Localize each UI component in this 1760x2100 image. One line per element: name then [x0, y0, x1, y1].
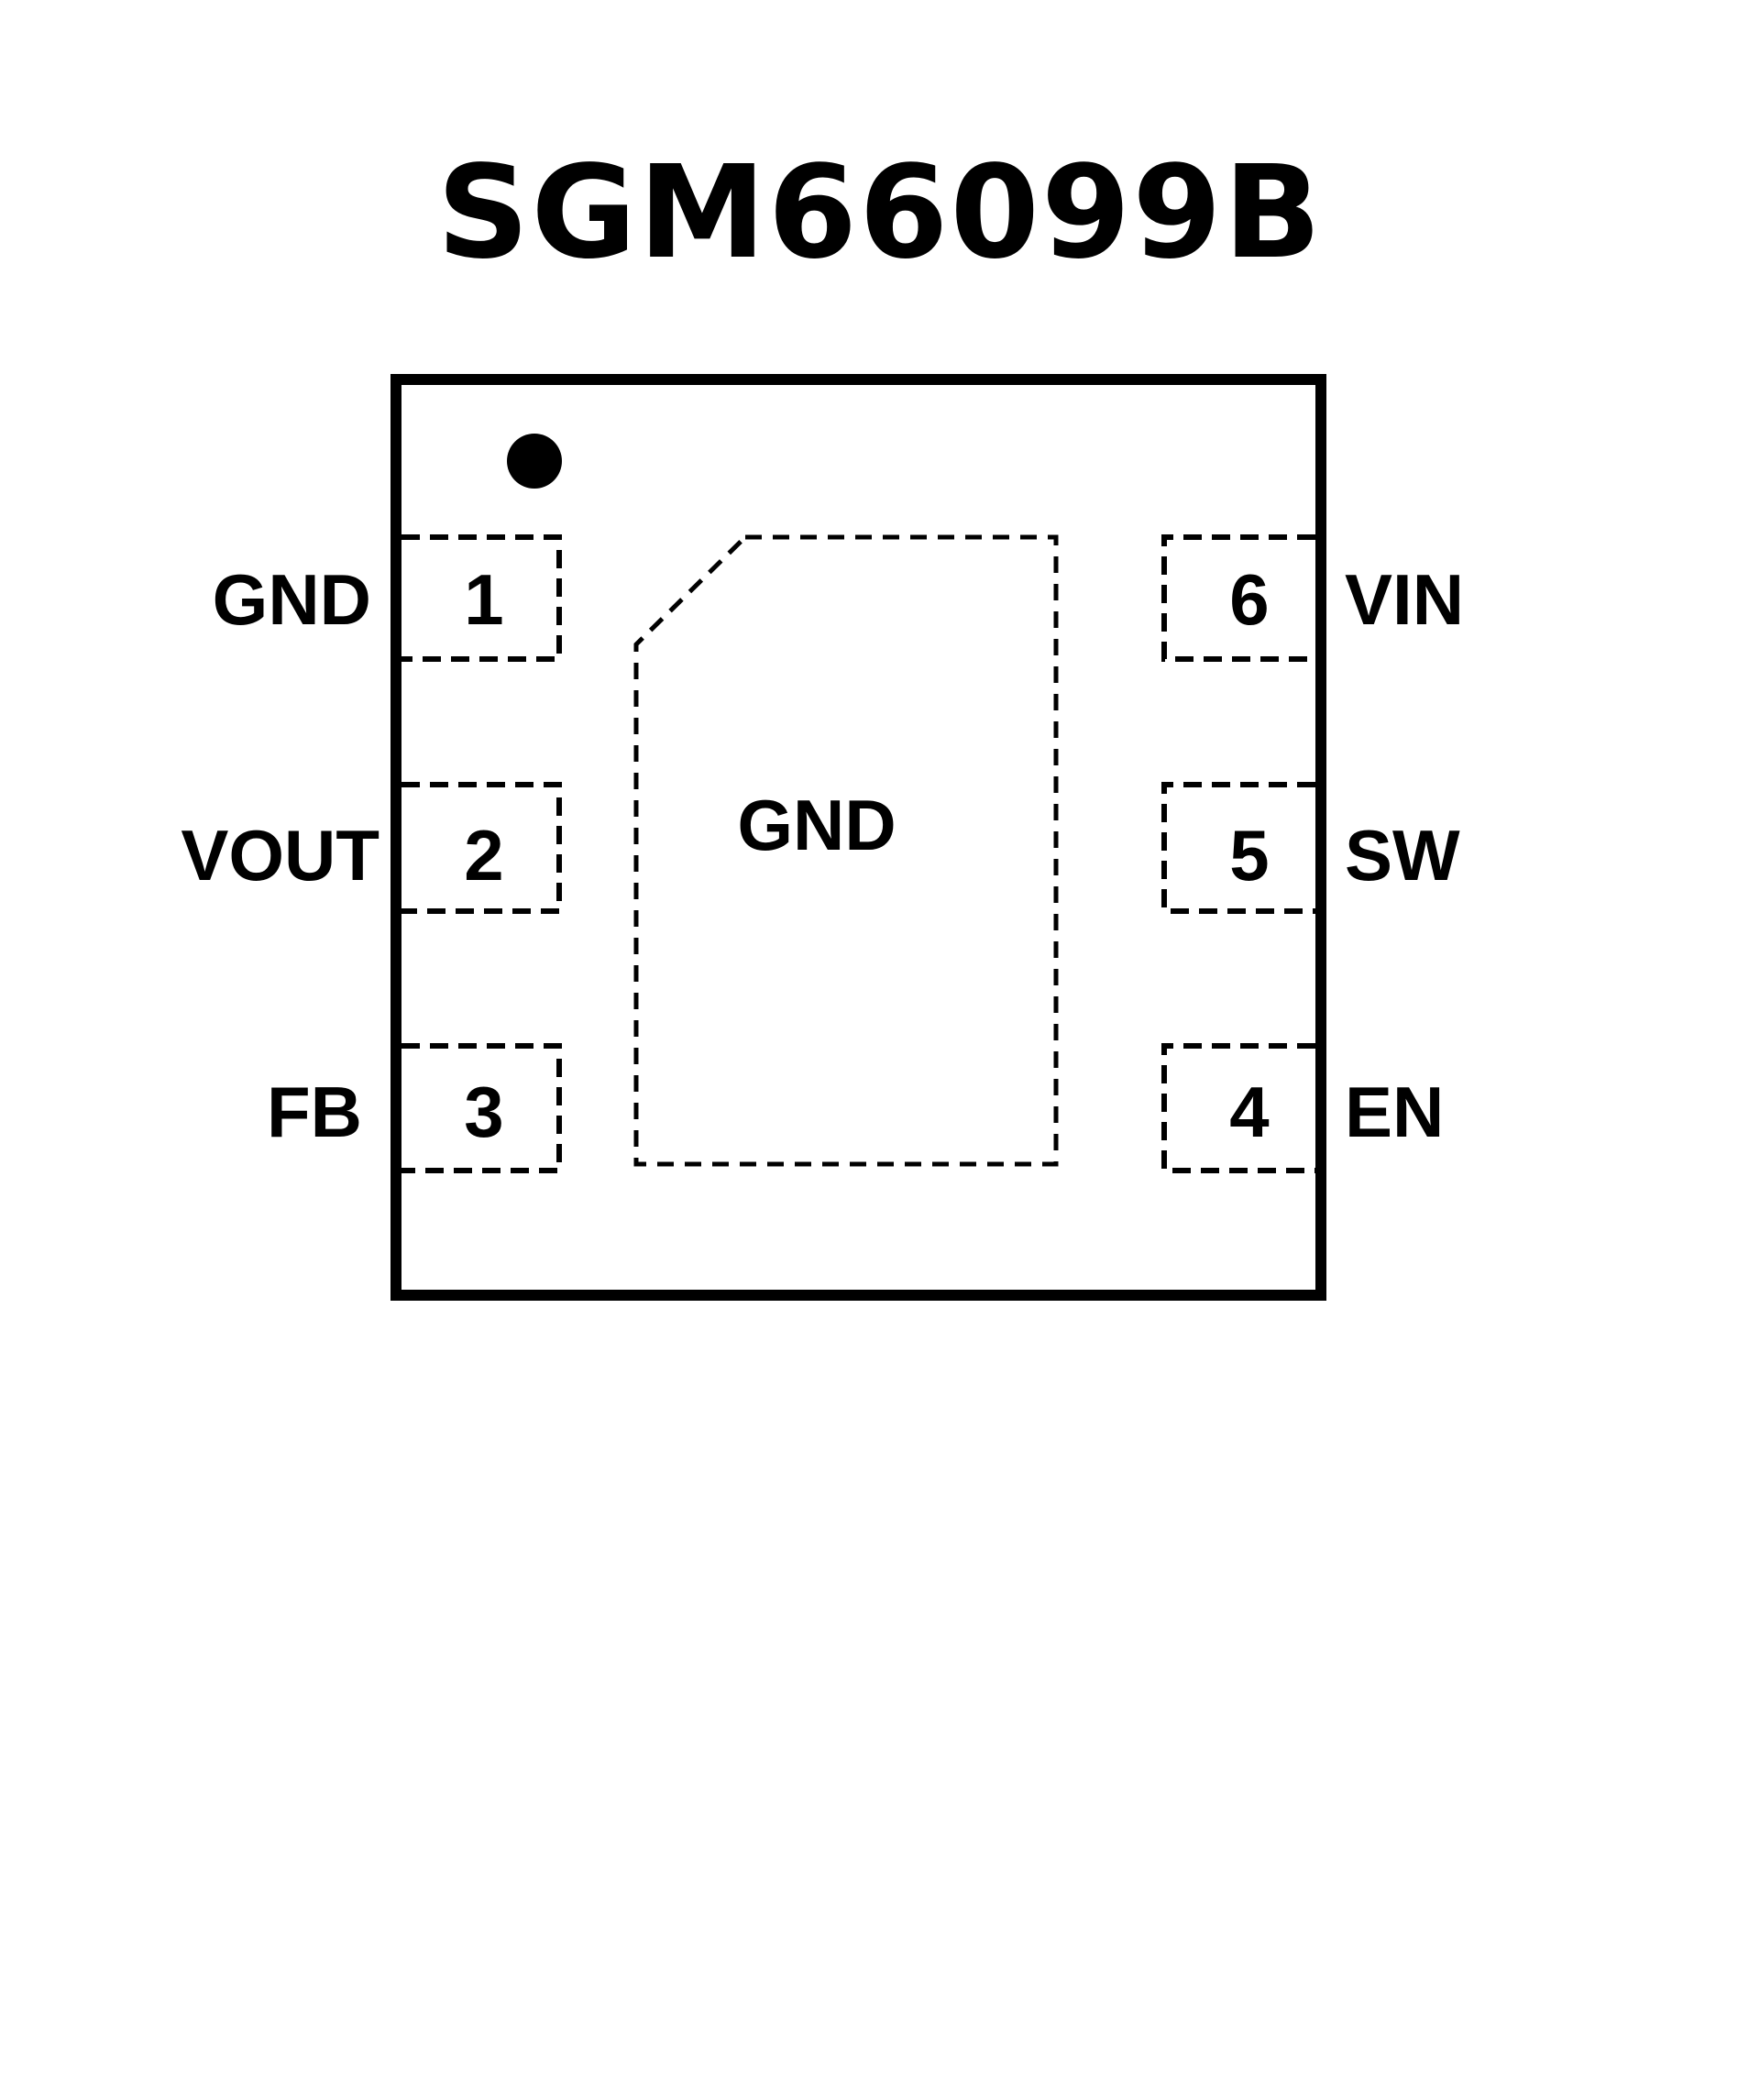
- pin-6-number: 6: [1229, 559, 1269, 640]
- exposed-pad-label: GND: [737, 785, 896, 865]
- pin-2-number: 2: [464, 815, 503, 896]
- pin-5: 5 SW: [1161, 782, 1460, 914]
- pin-3-name: FB: [267, 1072, 362, 1152]
- pin-6: 6 VIN: [1161, 534, 1464, 662]
- pin-4-name: EN: [1345, 1072, 1444, 1152]
- exposed-pad: [633, 534, 1059, 1167]
- chip-title: SGM66099B: [436, 138, 1324, 288]
- pin-3: 3 FB: [267, 1043, 562, 1173]
- pin-6-name: VIN: [1345, 559, 1464, 640]
- pin-5-number: 5: [1229, 815, 1269, 896]
- pin-2: 2 VOUT: [181, 782, 562, 914]
- pin-4: 4 EN: [1161, 1043, 1444, 1173]
- pin-5-pad: [1161, 782, 1315, 914]
- pin-2-name: VOUT: [181, 815, 380, 896]
- package-outline: [390, 374, 1326, 1301]
- pin-6-pad: [1161, 534, 1315, 662]
- pin-1: 1 GND: [213, 534, 562, 662]
- pin-5-name: SW: [1345, 815, 1460, 896]
- pin-4-number: 4: [1229, 1072, 1269, 1152]
- pin-1-pad: [402, 534, 562, 662]
- pin-1-name: GND: [213, 559, 371, 640]
- pin-3-number: 3: [464, 1072, 503, 1152]
- pin-4-pad: [1161, 1043, 1315, 1173]
- pin1-marker-dot: [507, 434, 562, 489]
- pin-1-number: 1: [464, 559, 503, 640]
